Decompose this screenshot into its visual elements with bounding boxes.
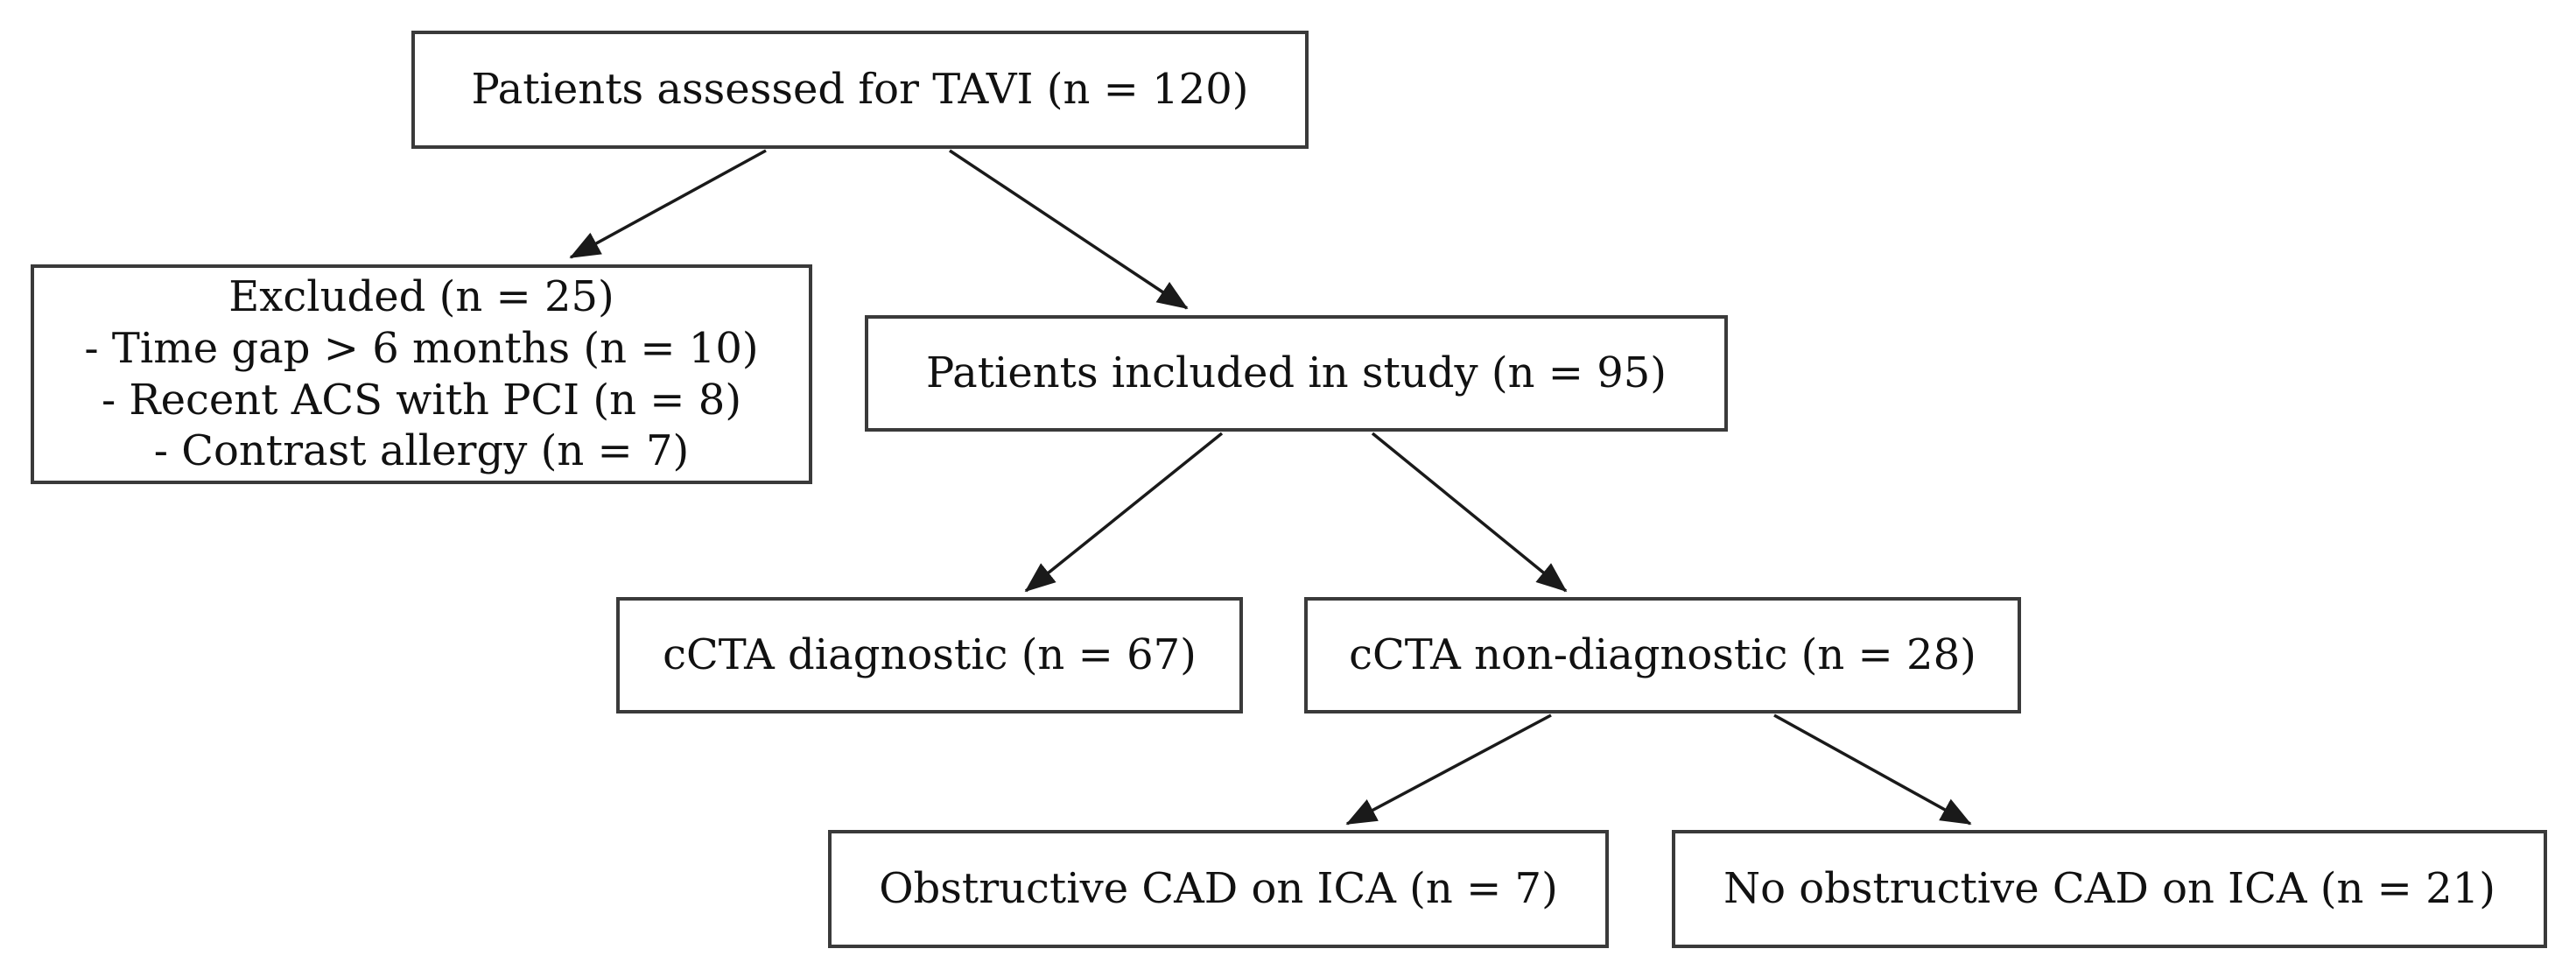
node-ccta-non-diagnostic: cCTA non-diagnostic (n = 28) [1304,597,2021,713]
node-ccta-diagnostic-label: cCTA diagnostic (n = 67) [663,630,1197,680]
node-patients-assessed: Patients assessed for TAVI (n = 120) [411,31,1309,149]
node-no-obstructive-cad-on-ica: No obstructive CAD on ICA (n = 21) [1672,830,2547,948]
arrow-assessed-to-included [949,149,1189,310]
node-excluded-reason-time-gap: - Time gap > 6 months (n = 10) [84,323,759,373]
node-no-obstructive-cad-label: No obstructive CAD on ICA (n = 21) [1723,864,2495,914]
node-patients-assessed-label: Patients assessed for TAVI (n = 120) [471,65,1249,115]
arrow-assessed-to-excluded [569,149,767,259]
node-patients-included: Patients included in study (n = 95) [865,315,1728,432]
arrow-non-diagnostic-to-no-obstructive-cad [1773,713,1972,826]
arrow-included-to-ccta-non-diagnostic [1371,432,1568,593]
node-patients-included-label: Patients included in study (n = 95) [925,348,1667,398]
node-excluded-reason-recent-acs: - Recent ACS with PCI (n = 8) [101,375,742,425]
node-excluded: Excluded (n = 25) - Time gap > 6 months … [31,264,812,484]
node-obstructive-cad-on-ica: Obstructive CAD on ICA (n = 7) [828,830,1609,948]
arrow-included-to-ccta-diagnostic [1024,432,1224,593]
node-obstructive-cad-label: Obstructive CAD on ICA (n = 7) [879,864,1558,914]
node-ccta-non-diagnostic-label: cCTA non-diagnostic (n = 28) [1349,630,1976,680]
node-excluded-reason-contrast-allergy: - Contrast allergy (n = 7) [153,426,690,476]
node-ccta-diagnostic: cCTA diagnostic (n = 67) [616,597,1243,713]
arrow-non-diagnostic-to-obstructive-cad [1345,713,1552,826]
node-excluded-title: Excluded (n = 25) [228,272,614,322]
